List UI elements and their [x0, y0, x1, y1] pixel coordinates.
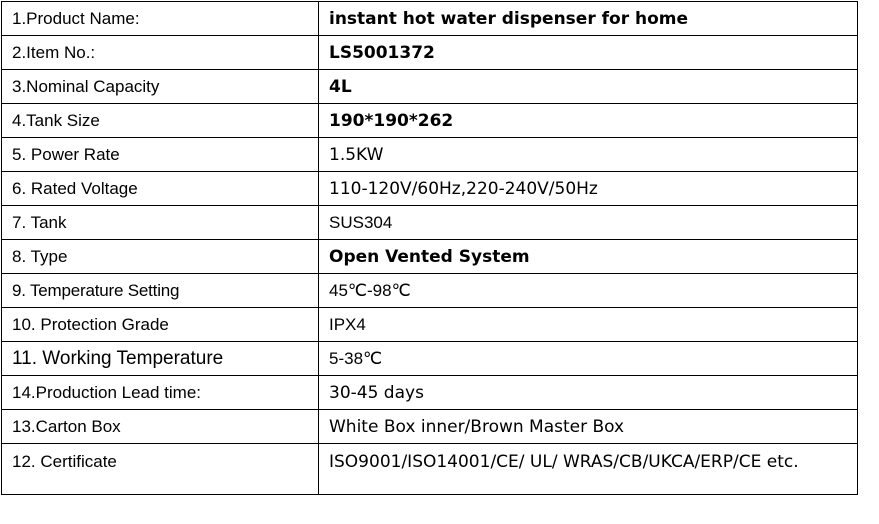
- table-row: 2.Item No.: LS5001372: [1, 35, 858, 70]
- product-spec-table: 1.Product Name: instant hot water dispen…: [1, 1, 858, 495]
- table-row: 7. Tank SUS304: [1, 205, 858, 240]
- table-row: 14.Production Lead time: 30-45 days: [1, 375, 858, 410]
- certificate-value: ISO9001/ISO14001/CE/ UL/ WRAS/CB/UKCA/ER…: [318, 443, 858, 495]
- certificate-label: 12. Certificate: [1, 443, 319, 495]
- product-name-value: instant hot water dispenser for home: [318, 1, 858, 36]
- table-row: 5. Power Rate 1.5KW: [1, 137, 858, 172]
- table-row: 12. Certificate ISO9001/ISO14001/CE/ UL/…: [1, 443, 858, 495]
- product-name-label: 1.Product Name:: [1, 1, 319, 36]
- tank-size-value: 190*190*262: [318, 103, 858, 138]
- tank-size-label: 4.Tank Size: [1, 103, 319, 138]
- table-row: 9. Temperature Setting 45℃-98℃: [1, 273, 858, 308]
- rated-voltage-value: 110-120V/60Hz,220-240V/50Hz: [318, 171, 858, 206]
- table-row: 6. Rated Voltage 110-120V/60Hz,220-240V/…: [1, 171, 858, 206]
- temperature-setting-value: 45℃-98℃: [318, 273, 858, 308]
- working-temperature-label: 11. Working Temperature: [1, 341, 319, 376]
- type-label: 8. Type: [1, 239, 319, 274]
- tank-value: SUS304: [318, 205, 858, 240]
- type-value: Open Vented System: [318, 239, 858, 274]
- carton-box-label: 13.Carton Box: [1, 409, 319, 444]
- table-row: 13.Carton Box White Box inner/Brown Mast…: [1, 409, 858, 444]
- power-rate-value: 1.5KW: [318, 137, 858, 172]
- power-rate-label: 5. Power Rate: [1, 137, 319, 172]
- item-no-label: 2.Item No.:: [1, 35, 319, 70]
- working-temperature-value: 5-38℃: [318, 341, 858, 376]
- rated-voltage-label: 6. Rated Voltage: [1, 171, 319, 206]
- protection-grade-label: 10. Protection Grade: [1, 307, 319, 342]
- tank-label: 7. Tank: [1, 205, 319, 240]
- carton-box-value: White Box inner/Brown Master Box: [318, 409, 858, 444]
- production-lead-time-value: 30-45 days: [318, 375, 858, 410]
- table-row: 11. Working Temperature 5-38℃: [1, 341, 858, 376]
- temperature-setting-label: 9. Temperature Setting: [1, 273, 319, 308]
- table-row: 8. Type Open Vented System: [1, 239, 858, 274]
- item-no-value: LS5001372: [318, 35, 858, 70]
- table-row: 3.Nominal Capacity 4L: [1, 69, 858, 104]
- nominal-capacity-value: 4L: [318, 69, 858, 104]
- table-row: 10. Protection Grade IPX4: [1, 307, 858, 342]
- production-lead-time-label: 14.Production Lead time:: [1, 375, 319, 410]
- protection-grade-value: IPX4: [318, 307, 858, 342]
- table-row: 1.Product Name: instant hot water dispen…: [1, 1, 858, 36]
- table-row: 4.Tank Size 190*190*262: [1, 103, 858, 138]
- nominal-capacity-label: 3.Nominal Capacity: [1, 69, 319, 104]
